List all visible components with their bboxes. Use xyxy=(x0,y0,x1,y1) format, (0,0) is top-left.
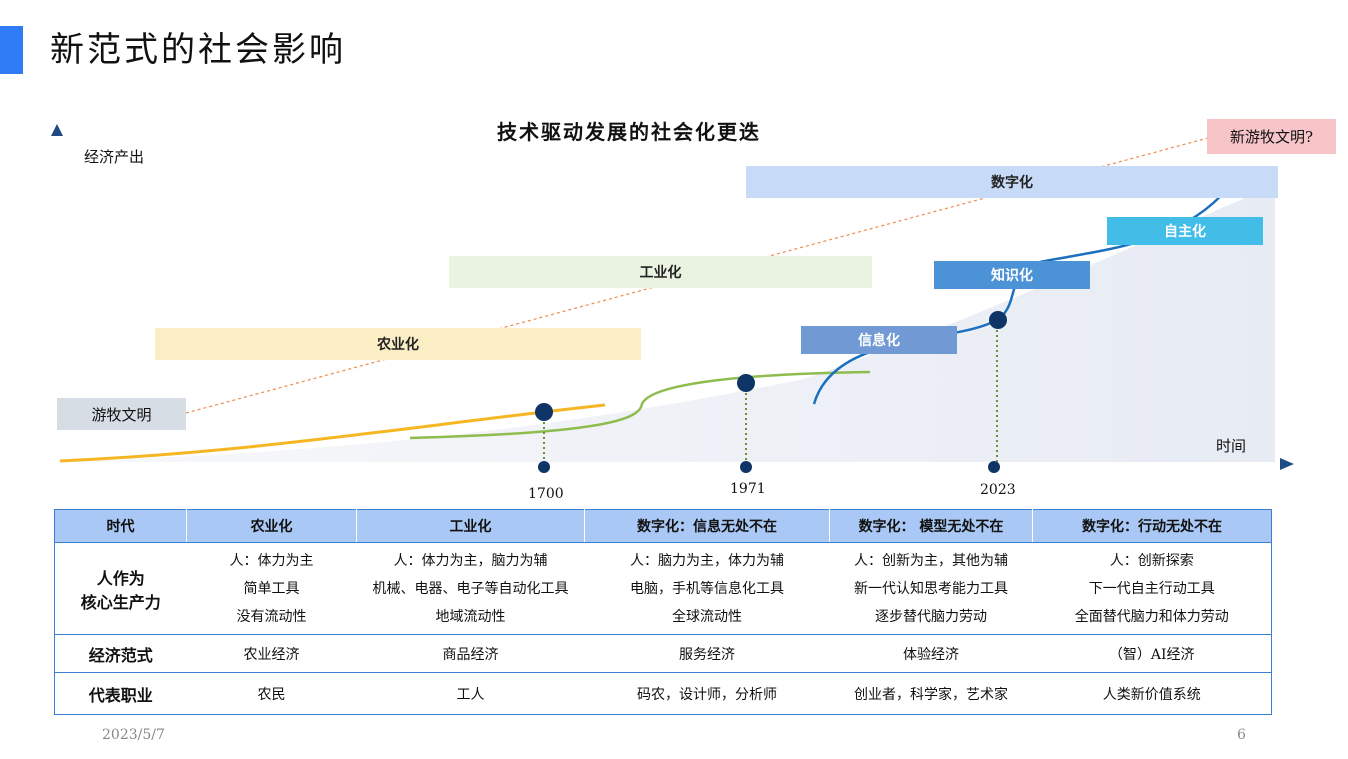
axis-tick-1971 xyxy=(740,461,752,473)
header-digital-model: 数字化： 模型无处不在 xyxy=(829,509,1033,543)
evolution-diagram xyxy=(51,124,1294,473)
header-era: 时代 xyxy=(54,509,187,543)
row-label-productivity-line2: 核心生产力 xyxy=(80,592,161,612)
era-comparison-table: 时代 农业化 工业化 数字化：信息无处不在 数字化： 模型无处不在 数字化：行动… xyxy=(54,509,1272,715)
header-digital-action: 数字化：行动无处不在 xyxy=(1032,509,1272,543)
header-industry: 工业化 xyxy=(356,509,585,543)
cell-line: 机械、电器、电子等自动化工具 xyxy=(372,580,569,597)
cell-line: 人：创新探索 xyxy=(1109,552,1194,569)
page-title: 新范式的社会影响 xyxy=(50,30,346,70)
milestone-dot-1700 xyxy=(535,403,553,421)
table-cell: 人：创新为主，其他为辅 新一代认知思考能力工具 逐步替代脑力劳动 xyxy=(830,543,1033,635)
nomadic-civilization-label: 游牧文明 xyxy=(57,398,186,430)
agri-curve xyxy=(59,403,606,463)
band-knowledge: 知识化 xyxy=(934,261,1090,289)
table-cell: 人：体力为主 简单工具 没有流动性 xyxy=(187,543,357,635)
band-industry: 工业化 xyxy=(449,256,872,288)
cell-line: 人：体力为主，脑力为辅 xyxy=(393,552,548,569)
cell-line: 新一代认知思考能力工具 xyxy=(854,580,1008,597)
year-label-1700: 1700 xyxy=(528,486,564,502)
band-autonomy-label: 自主化 xyxy=(1164,224,1206,240)
y-axis-label: 经济产出 xyxy=(84,148,145,166)
cell-line: 下一代自主行动工具 xyxy=(1088,580,1215,597)
cell-line: 人：创新为主，其他为辅 xyxy=(854,552,1008,569)
band-agriculture: 农业化 xyxy=(155,328,641,360)
axis-tick-1700 xyxy=(538,461,550,473)
cell-line: 人：脑力为主，体力为辅 xyxy=(630,552,784,569)
table-row-productivity: 人作为 核心生产力 人：体力为主 简单工具 没有流动性 人：体力为主，脑力为辅 … xyxy=(54,542,1272,635)
table-cell: 服务经济 xyxy=(679,646,735,663)
row-label-productivity: 人作为 核心生产力 xyxy=(55,543,187,635)
cell-line: 人：体力为主 xyxy=(229,552,314,569)
x-axis-arrow xyxy=(1280,458,1294,470)
band-autonomy: 自主化 xyxy=(1107,217,1263,245)
table-cell: 创业者，科学家，艺术家 xyxy=(854,686,1008,703)
y-axis-arrow xyxy=(51,124,63,136)
table-cell: 人：体力为主，脑力为辅 机械、电器、电子等自动化工具 地域流动性 xyxy=(357,543,585,635)
row-label-occupation: 代表职业 xyxy=(88,685,153,705)
band-digital-label: 数字化 xyxy=(991,175,1033,191)
table-row-economy: 经济范式 农业经济 商品经济 服务经济 体验经济 （智）AI经济 xyxy=(54,634,1272,673)
row-label-productivity-line1: 人作为 xyxy=(96,568,145,588)
axis-tick-2023 xyxy=(988,461,1000,473)
title-accent-bar xyxy=(0,26,23,74)
table-cell: （智）AI经济 xyxy=(1108,646,1195,663)
row-label-economy: 经济范式 xyxy=(88,645,153,665)
band-industry-label: 工业化 xyxy=(639,265,682,281)
footer-date: 2023/5/7 xyxy=(102,727,165,743)
cell-line: 全面替代脑力和体力劳动 xyxy=(1074,608,1229,625)
cell-line: 没有流动性 xyxy=(236,608,307,625)
table-cell: 码农，设计师，分析师 xyxy=(637,686,777,703)
industry-curve xyxy=(409,370,871,440)
band-information: 信息化 xyxy=(801,326,957,354)
year-label-1971: 1971 xyxy=(730,481,766,497)
milestone-dot-2023 xyxy=(989,311,1007,329)
table-cell: 商品经济 xyxy=(442,646,499,663)
band-information-label: 信息化 xyxy=(858,333,900,349)
milestone-dot-1971 xyxy=(737,374,755,392)
cell-line: 全球流动性 xyxy=(672,608,742,625)
table-cell: 农业经济 xyxy=(243,646,300,663)
table-header-row: 时代 农业化 工业化 数字化：信息无处不在 数字化： 模型无处不在 数字化：行动… xyxy=(54,509,1272,543)
new-nomadic-civilization-text: 新游牧文明? xyxy=(1229,128,1314,146)
x-axis-label: 时间 xyxy=(1216,437,1247,455)
growth-area xyxy=(60,185,1275,462)
diagram-title: 技术驱动发展的社会化更迭 xyxy=(497,120,761,144)
table-cell: 人类新价值系统 xyxy=(1102,686,1201,703)
band-digital: 数字化 xyxy=(746,166,1278,198)
page-number: 6 xyxy=(1237,727,1246,743)
table-cell: 农民 xyxy=(257,686,286,703)
band-agriculture-label: 农业化 xyxy=(377,337,419,353)
table-cell: 人：脑力为主，体力为辅 电脑，手机等信息化工具 全球流动性 xyxy=(585,543,830,635)
table-cell: 人：创新探索 下一代自主行动工具 全面替代脑力和体力劳动 xyxy=(1033,543,1272,635)
new-nomadic-civilization-label: 新游牧文明? xyxy=(1207,119,1336,154)
table-cell: 工人 xyxy=(456,686,485,703)
cell-line: 逐步替代脑力劳动 xyxy=(875,608,987,625)
table-cell: 体验经济 xyxy=(903,646,959,663)
nomadic-civilization-text: 游牧文明 xyxy=(91,405,152,424)
year-label-2023: 2023 xyxy=(980,482,1016,498)
table-row-occupation: 代表职业 农民 工人 码农，设计师，分析师 创业者，科学家，艺术家 人类新价值系… xyxy=(54,672,1272,715)
cell-line: 电脑，手机等信息化工具 xyxy=(630,580,784,597)
header-digital-info: 数字化：信息无处不在 xyxy=(584,509,830,543)
cell-line: 简单工具 xyxy=(243,580,300,597)
header-agriculture: 农业化 xyxy=(186,509,357,543)
cell-line: 地域流动性 xyxy=(435,608,506,625)
band-knowledge-label: 知识化 xyxy=(991,268,1033,284)
